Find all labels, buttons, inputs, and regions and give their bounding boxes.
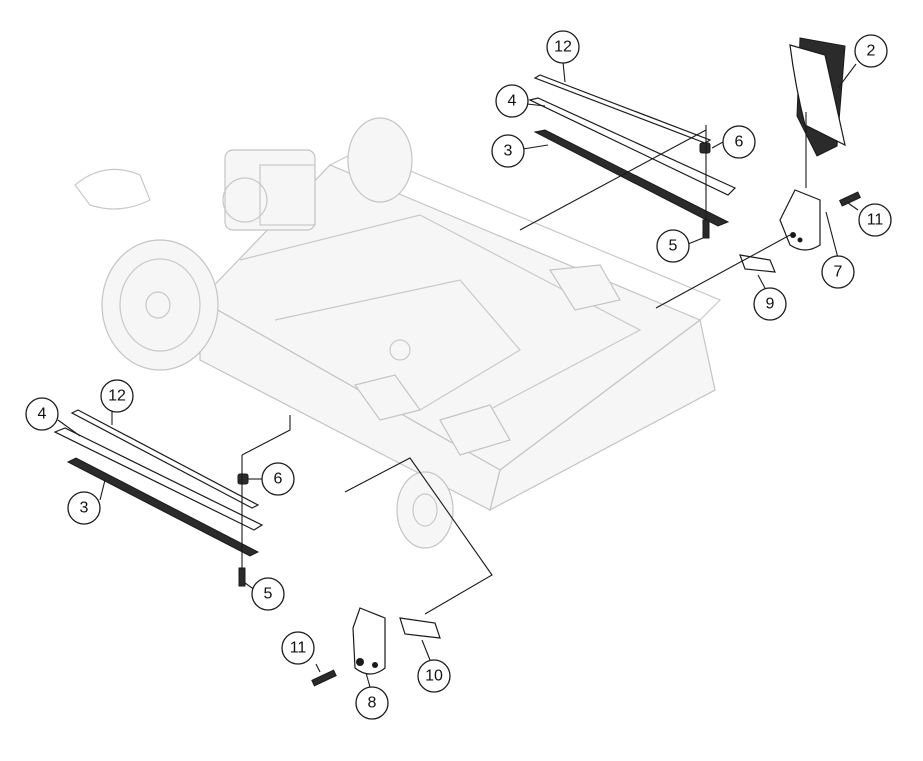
screw-11-bottom — [311, 669, 337, 687]
bracket-9 — [739, 254, 776, 273]
callout-label: 12 — [108, 388, 126, 405]
callout-label: 9 — [766, 296, 775, 313]
callout-label: 12 — [554, 39, 572, 56]
deck-inner-frame — [274, 279, 521, 411]
left-rear-wheel-hub — [145, 291, 171, 319]
bolt-5-left — [238, 567, 246, 587]
screw-11-top — [839, 191, 861, 207]
strip-12-top — [533, 74, 712, 144]
left-strip-assembly — [53, 409, 291, 587]
leader-left-strips — [241, 415, 291, 456]
deck-rear-rim — [329, 149, 722, 321]
bottom-front-parts — [311, 457, 493, 687]
callout-label: 5 — [669, 238, 678, 255]
callout-8: 8 — [355, 686, 389, 720]
callout-11-bottom: 11 — [281, 631, 315, 665]
strip-4-top — [528, 97, 737, 196]
chute-2-face — [789, 44, 846, 147]
callout-label: 6 — [735, 134, 744, 151]
callout-7: 7 — [821, 255, 855, 289]
callout-2: 2 — [854, 34, 888, 68]
right-side-parts — [655, 37, 861, 309]
callout-3-left: 3 — [67, 491, 101, 525]
nut-6-top — [699, 142, 711, 154]
deck-bracket-c — [439, 404, 511, 456]
handle-bracket — [74, 168, 151, 210]
callout-label: 8 — [368, 695, 377, 712]
nut-6-left — [237, 473, 249, 485]
callout-label: 11 — [290, 640, 307, 657]
callout-12-left: 12 — [100, 379, 134, 413]
strip-4-left — [53, 427, 264, 531]
motor-housing — [224, 149, 316, 231]
callout-12-top: 12 — [546, 30, 580, 64]
plate-8 — [352, 607, 386, 675]
front-caster-wheel — [396, 471, 454, 549]
left-rear-wheel-rim — [119, 258, 201, 352]
deck-inner-rib — [239, 214, 642, 421]
strip-3-top — [533, 129, 730, 227]
callout-4-left: 4 — [25, 397, 59, 431]
callout-label: 4 — [508, 93, 517, 110]
strip-3-left — [66, 457, 260, 557]
mower-deck-frame — [74, 117, 722, 549]
callout-5-left: 5 — [251, 577, 285, 611]
callout-label: 11 — [867, 212, 884, 229]
callout-leaders — [57, 61, 859, 688]
deck-bracket-b — [353, 374, 422, 421]
callout-label: 3 — [80, 500, 89, 517]
bolt-5-top — [702, 219, 710, 239]
callout-10: 10 — [417, 659, 451, 693]
callout-label: 7 — [834, 264, 843, 281]
callout-label: 3 — [504, 143, 513, 160]
callout-9: 9 — [753, 287, 787, 321]
motor-block — [259, 164, 316, 226]
deck-pivot — [389, 339, 411, 361]
callout-label: 5 — [264, 586, 273, 603]
bracket-10 — [399, 617, 441, 639]
deck-bracket-a — [548, 264, 621, 311]
callout-label: 10 — [425, 668, 443, 685]
callout-6-left: 6 — [261, 462, 295, 496]
callout-6-top: 6 — [722, 125, 756, 159]
top-strip-assembly — [519, 74, 737, 239]
leader-bottom-parts — [344, 457, 493, 615]
strip-12-left — [70, 409, 260, 509]
motor-fan — [222, 177, 268, 223]
front-caster-hub — [412, 493, 438, 527]
callout-4-top: 4 — [495, 84, 529, 118]
callout-5-top: 5 — [656, 229, 690, 263]
callout-3-top: 3 — [491, 134, 525, 168]
callout-label: 6 — [274, 471, 283, 488]
callout-label: 2 — [867, 43, 876, 60]
right-rear-wheel — [347, 117, 413, 203]
callout-label: 4 — [38, 406, 47, 423]
callout-11-top: 11 — [858, 203, 892, 237]
